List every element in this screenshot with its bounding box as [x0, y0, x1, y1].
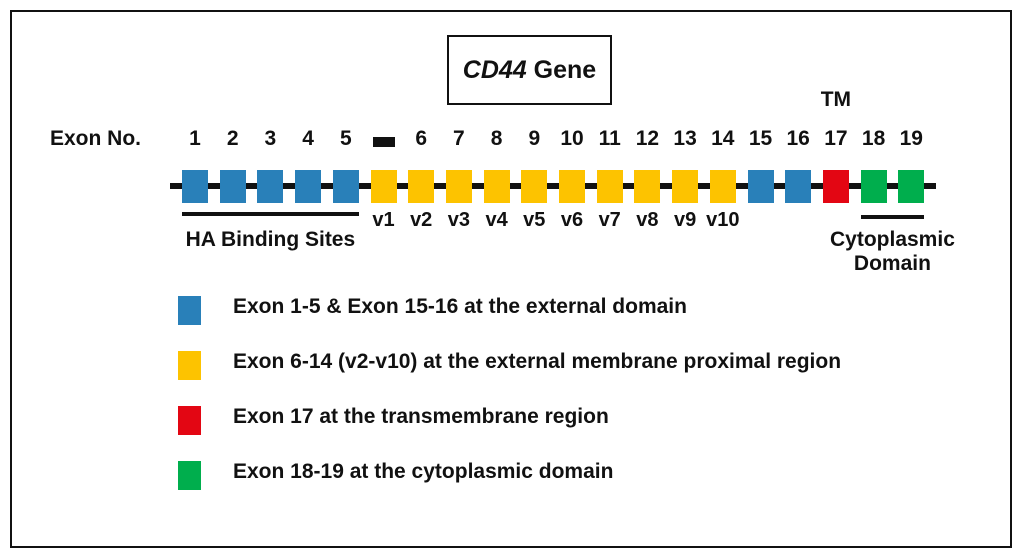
legend-item-label: Exon 18-19 at the cytoplasmic domain	[233, 460, 614, 483]
gene-title-suffix: Gene	[526, 55, 597, 84]
gene-name: CD44	[462, 55, 527, 84]
exon-axis-label: Exon No.	[50, 127, 142, 150]
legend-color-swatch	[178, 351, 201, 380]
legend-color-swatch	[178, 296, 201, 325]
legend-item-label: Exon 6-14 (v2-v10) at the external membr…	[233, 350, 842, 373]
page-title: CD44 Gene	[463, 56, 596, 85]
legend-item-label: Exon 17 at the transmembrane region	[233, 405, 609, 428]
gene-title-box: CD44 Gene	[447, 35, 612, 105]
legend-color-swatch	[178, 461, 201, 490]
figure-border	[10, 10, 1012, 548]
legend-color-swatch	[178, 406, 201, 435]
legend-item-label: Exon 1-5 & Exon 15-16 at the external do…	[233, 295, 687, 318]
